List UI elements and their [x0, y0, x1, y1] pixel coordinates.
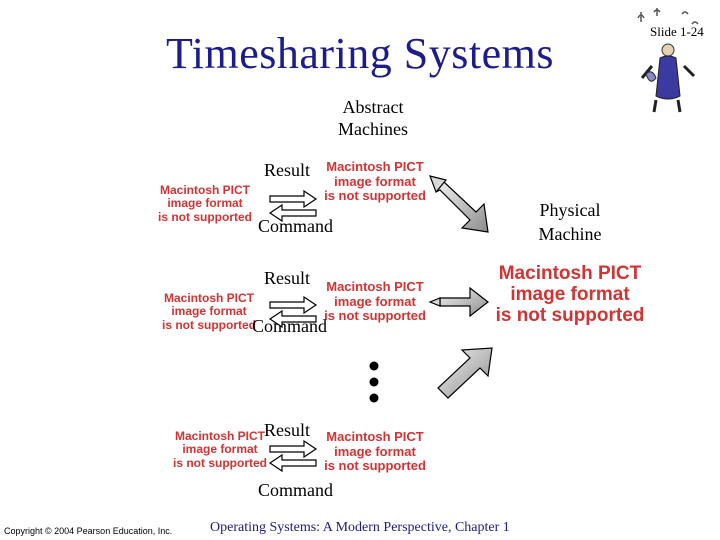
physical-machine-line1: Physical — [539, 200, 601, 220]
link-arrow-top — [429, 175, 489, 233]
command-label-1: Command — [258, 216, 333, 236]
abstract-machines-line2: Machines — [338, 119, 408, 139]
link-arrow-bottom — [437, 347, 493, 399]
result-label-2: Result — [264, 268, 311, 288]
pict-placeholder-physical-machine: Macintosh PICT image format is not suppo… — [495, 263, 645, 326]
command-label-3: Command — [258, 480, 333, 500]
result-label-1: Result — [264, 160, 311, 180]
result-arrow-1 — [269, 189, 318, 209]
pict-placeholder-right-2: Macintosh PICT image format is not suppo… — [324, 279, 426, 324]
physical-machine-line2: Machine — [538, 224, 602, 244]
ellipsis-dots — [369, 361, 379, 403]
command-arrow-2 — [268, 309, 317, 329]
command-arrow-3 — [268, 453, 317, 473]
pict-placeholder-right-1: Macintosh PICT image format is not suppo… — [324, 159, 426, 204]
pict-placeholder-right-3: Macintosh PICT image format is not suppo… — [324, 429, 426, 474]
pict-placeholder-left-1: Macintosh PICT image format is not suppo… — [158, 183, 252, 224]
musician-clipart-icon — [632, 8, 700, 118]
slide-number: Slide 1-24 — [650, 24, 704, 39]
copyright-footer: Copyright © 2004 Pearson Education, Inc. — [4, 526, 173, 536]
link-arrow-middle — [428, 286, 489, 318]
abstract-machines-line1: Abstract — [342, 97, 404, 117]
result-arrow-3 — [269, 439, 318, 459]
pict-placeholder-left-2: Macintosh PICT image format is not suppo… — [162, 291, 256, 332]
pict-placeholder-left-3: Macintosh PICT image format is not suppo… — [173, 429, 267, 470]
command-arrow-1 — [268, 203, 317, 223]
physical-machine-label: Physical Machine — [520, 198, 620, 246]
abstract-machines-label: Abstract Machines — [318, 96, 428, 140]
course-footer: Operating Systems: A Modern Perspective,… — [210, 520, 510, 535]
slide-title: Timesharing Systems — [165, 29, 555, 78]
result-label-3: Result — [264, 420, 311, 440]
result-arrow-2 — [269, 295, 318, 315]
